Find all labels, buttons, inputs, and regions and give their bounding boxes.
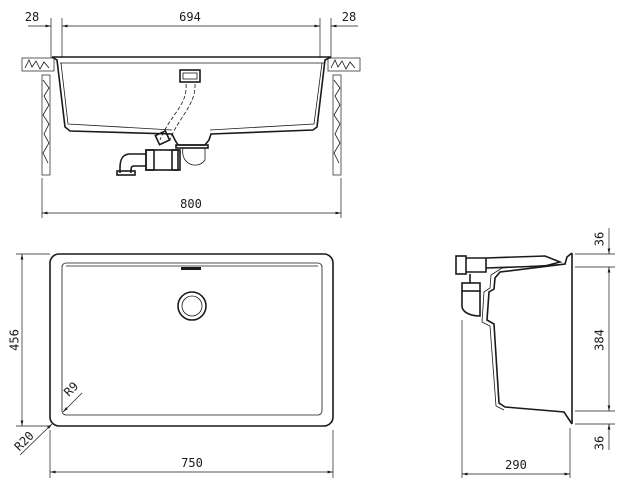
dim-bottom-rim: 36 [593,436,607,450]
drain-trap [116,129,209,176]
dim-top-rim: 36 [593,232,607,246]
sink-side-outline [486,252,573,425]
leader-outer-radius [19,423,53,456]
inner-radius: R9 [61,379,81,399]
dim-left-rim: 28 [25,10,39,24]
dim-height: 290 [505,458,527,472]
leader-inner-radius [62,392,83,413]
dim-bowl-depth: 384 [593,329,607,351]
drain-outer-ring [177,291,207,321]
dim-depth: 456 [8,329,22,351]
front-section-view: 28 694 28 800 [21,10,361,218]
dim-overall-width: 800 [180,197,202,211]
drain-inner-ring [181,295,203,317]
dim-inner-width: 694 [179,10,201,24]
plan-view: 456 750 R9 R20 [8,253,334,478]
sink-outer-outline [49,253,334,427]
cabinet-wall-left [41,74,51,176]
overflow-outlet [179,69,201,83]
dim-width: 750 [181,456,203,470]
overflow-hose [159,83,196,141]
cabinet-wall-right [332,74,342,176]
bowl-inner-outline [61,262,323,416]
side-section-view: 36 384 36 290 [455,228,615,478]
dim-right-rim: 28 [342,10,356,24]
outer-radius: R20 [12,429,37,454]
side-drain-trap [455,255,563,317]
overflow-slot [181,267,201,270]
